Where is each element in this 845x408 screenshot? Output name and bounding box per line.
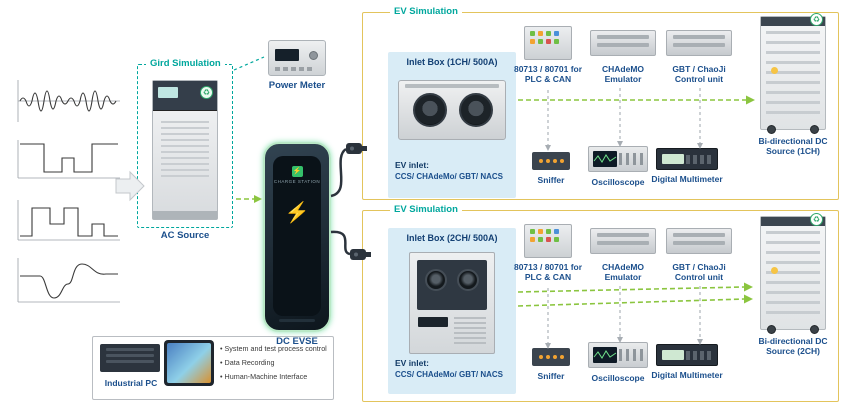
power-meter-display	[275, 49, 299, 61]
plc-can-tester-device-1	[524, 26, 572, 60]
gbt-chaoji-control-device-1	[666, 30, 732, 56]
industrial-pc-features: System and test process control Data Rec…	[220, 342, 327, 384]
feature-item: Human-Machine Interface	[220, 370, 327, 384]
dc-source-label-2: Bi-directional DC Source (2CH)	[758, 336, 828, 357]
inlet-box-title-2: Inlet Box (2CH/ 500A)	[406, 233, 498, 243]
oscilloscope-device-2	[588, 342, 648, 368]
status-dot	[771, 267, 778, 274]
sniffer-label-2: Sniffer	[537, 371, 565, 381]
chademo-emulator-label-2: CHAdeMO Emulator	[601, 262, 645, 283]
oscilloscope-label-2: Oscilloscope	[591, 373, 645, 383]
waveform-distortion-icon	[17, 258, 120, 303]
dc-evse-device: ⚡ CHARGE STATION ⚡	[263, 142, 331, 332]
ev-inlet-port-icon	[457, 269, 479, 291]
sniffer-label-1: Sniffer	[537, 175, 565, 185]
ev-inlet-port-icon	[425, 269, 447, 291]
evse-logo-text: CHARGE STATION	[273, 179, 321, 184]
ac-source-vents	[161, 121, 209, 179]
evse-logo-icon: ⚡	[291, 166, 303, 177]
multimeter-display	[662, 350, 684, 360]
gbt-chaoji-label-2: GBT / ChaoJi Control unit	[672, 262, 726, 283]
status-dot	[771, 67, 778, 74]
inlet-box-device-2ch	[409, 252, 495, 354]
chademo-emulator-label-1: CHAdeMO Emulator	[601, 64, 645, 85]
bidirectional-dc-source-device-1: ♻	[760, 13, 826, 134]
power-meter-device	[268, 40, 326, 76]
oscilloscope-screen	[593, 347, 617, 363]
lightning-bolt-icon: ⚡	[284, 202, 310, 224]
eco-badge-icon: ♻	[200, 86, 213, 99]
industrial-pc-device	[100, 344, 160, 372]
chademo-emulator-device-1	[590, 30, 656, 56]
gbt-chaoji-label-1: GBT / ChaoJi Control unit	[672, 64, 726, 85]
digital-multimeter-device-1	[656, 148, 718, 170]
gbt-chaoji-control-device-2	[666, 228, 732, 254]
ac-source-display	[158, 87, 178, 98]
ev-inlet-types-1: CCS/ CHAdeMo/ GBT/ NACS	[395, 172, 503, 181]
power-meter-label: Power Meter	[268, 80, 326, 91]
ev-inlet-prefix-1: EV inlet:	[395, 160, 430, 170]
ev-inlet-types-2: CCS/ CHAdeMo/ GBT/ NACS	[395, 370, 503, 379]
ac-source-control-panel: ♻	[153, 81, 217, 111]
oscilloscope-label-1: Oscilloscope	[591, 177, 645, 187]
waveform-voltage-dip-icon	[17, 140, 120, 179]
multimeter-label-1: Digital Multimeter	[651, 174, 723, 184]
dc-source-label-1: Bi-directional DC Source (1CH)	[758, 136, 828, 157]
grid-simulation-title: Gird Simulation	[146, 58, 225, 69]
hmi-screen	[167, 343, 211, 383]
oscilloscope-device-1	[588, 146, 648, 172]
inlet-box-title-1: Inlet Box (1CH/ 500A)	[406, 57, 498, 67]
ev-simulation-box-1	[362, 12, 839, 200]
sniffer-device-2	[532, 348, 570, 366]
grid-to-meter-connector	[233, 56, 265, 71]
eco-badge-icon: ♻	[810, 13, 823, 26]
eco-badge-icon: ♻	[810, 213, 823, 226]
hmi-tablet-device	[164, 340, 214, 386]
ev-simulation-title-2: EV Simulation	[390, 204, 462, 215]
charging-cable-top	[330, 147, 347, 198]
chademo-emulator-device-2	[590, 228, 656, 254]
ev-simulation-title-1: EV Simulation	[390, 6, 462, 17]
waveform-step-pulse-icon	[17, 200, 120, 241]
evse-screen: ⚡ CHARGE STATION ⚡	[273, 156, 321, 316]
inlet-box-device-1ch	[398, 80, 506, 140]
multimeter-display	[662, 154, 684, 164]
ev-simulation-box-2	[362, 210, 839, 402]
power-meter-knob	[309, 51, 318, 60]
feature-item: System and test process control	[220, 342, 327, 356]
ev-inlet-prefix-2: EV inlet:	[395, 358, 430, 368]
charging-cable-bottom	[330, 230, 351, 256]
dc-evse-label: DC EVSE	[276, 336, 318, 347]
plc-can-tester-device-2	[524, 224, 572, 258]
feature-item: Data Recording	[220, 356, 327, 370]
industrial-pc-label: Industrial PC	[104, 378, 158, 388]
plc-can-tester-label-1: 80713 / 80701 for PLC & CAN	[513, 64, 583, 85]
digital-multimeter-device-2	[656, 344, 718, 366]
multimeter-label-2: Digital Multimeter	[651, 370, 723, 380]
plc-can-tester-label-2: 80713 / 80701 for PLC & CAN	[513, 262, 583, 283]
waveform-am-sine-icon	[17, 80, 120, 122]
ev-inlet-port-icon	[459, 93, 493, 127]
ac-source-label: AC Source	[160, 230, 210, 241]
bidirectional-dc-source-device-2: ♻	[760, 213, 826, 334]
ev-inlet-port-icon	[413, 93, 447, 127]
ac-source-device: ♻	[152, 80, 218, 220]
oscilloscope-screen	[593, 151, 617, 167]
sniffer-device-1	[532, 152, 570, 170]
